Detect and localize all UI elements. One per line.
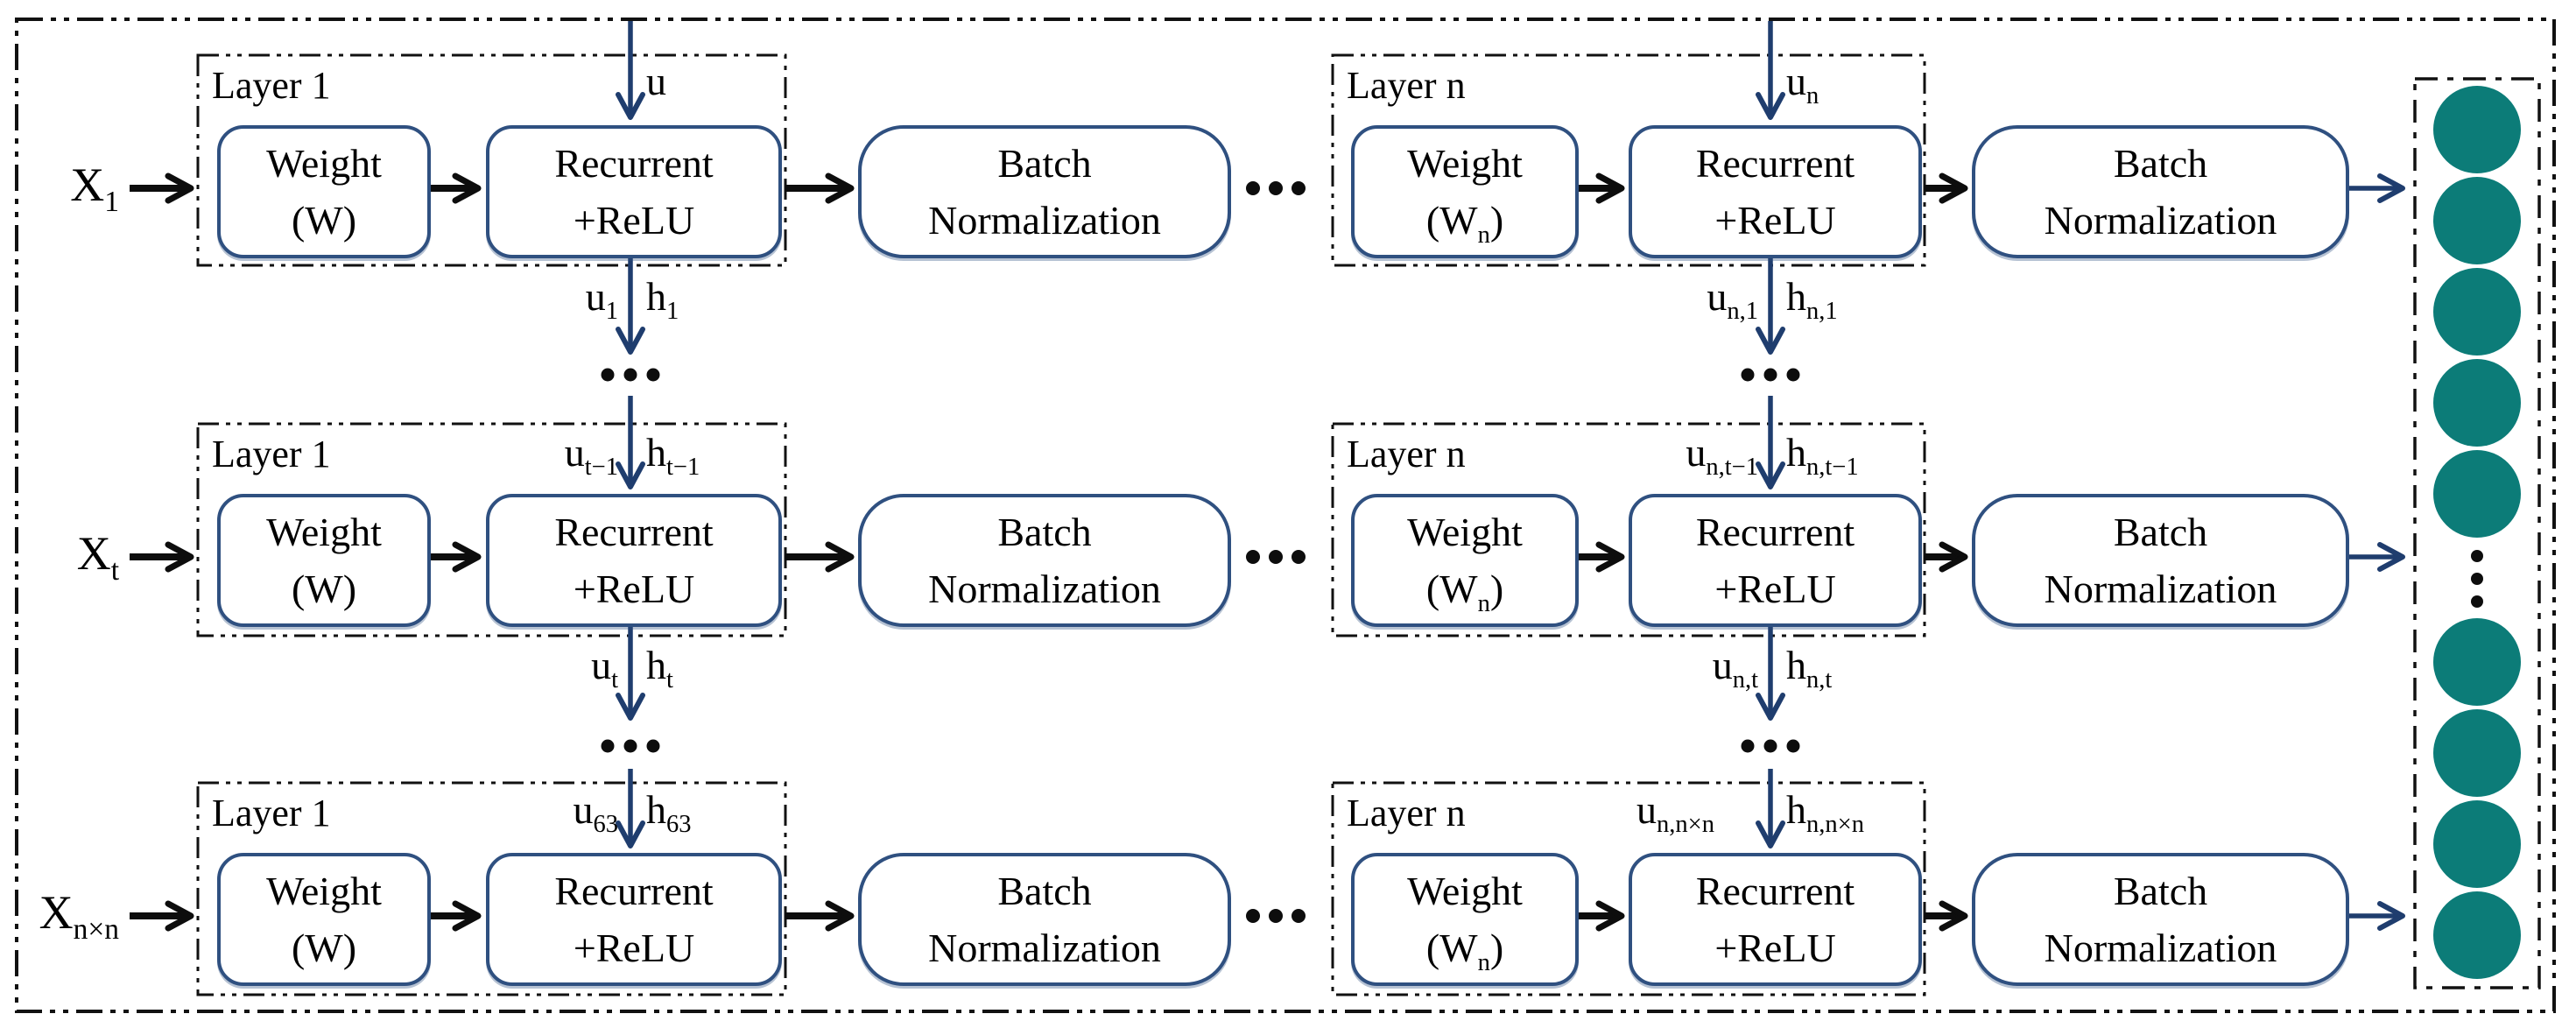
input-label: Xt [76, 527, 119, 587]
recurrent-relu-box: Recurrent +ReLU [486, 853, 782, 986]
output-node [2433, 618, 2521, 706]
u-in-label: un [1786, 59, 1819, 110]
output-node [2433, 359, 2521, 447]
layer-title: Layer n [1347, 792, 1466, 834]
layer-frame [196, 422, 787, 637]
batch-norm-box: Batch Normalization [1972, 853, 2349, 986]
output-node [2433, 891, 2521, 979]
weight-box: Weight (W) [217, 853, 431, 986]
ellipsis-dots [601, 739, 1800, 753]
recurrent-relu-box: Recurrent +ReLU [1629, 125, 1922, 258]
u-out-label: un,1 [1707, 274, 1758, 326]
ellipsis-dots [1246, 181, 1306, 923]
layer-title: Layer n [1347, 64, 1466, 107]
layer-frame [1331, 781, 1926, 996]
weight-box: Weight (Wn) [1351, 125, 1579, 258]
input-label: X1 [70, 158, 119, 218]
u-out-label: u1 [585, 274, 618, 326]
h-in-label: hn,n×n [1786, 787, 1864, 839]
layer-frame [196, 781, 787, 996]
h-in-label: ht−1 [646, 430, 700, 482]
h-out-label: h1 [646, 274, 679, 326]
batch-norm-box: Batch Normalization [858, 853, 1231, 986]
output-node [2433, 86, 2521, 173]
layer-frame [196, 53, 787, 267]
output-node [2433, 800, 2521, 888]
layer-title: Layer 1 [212, 792, 331, 834]
outer-frame [15, 18, 2556, 1013]
output-node [2433, 709, 2521, 797]
input-label: Xn×n [39, 886, 119, 946]
output-node [2433, 268, 2521, 356]
layer-frame [1331, 53, 1926, 267]
weight-box: Weight (Wn) [1351, 494, 1579, 627]
weight-box: Weight (W) [217, 494, 431, 627]
u-in-label: ut−1 [564, 430, 618, 482]
recurrent-relu-box: Recurrent +ReLU [486, 494, 782, 627]
batch-norm-box: Batch Normalization [858, 494, 1231, 627]
weight-box: Weight (W) [217, 125, 431, 258]
batch-norm-box: Batch Normalization [1972, 125, 2349, 258]
recurrent-relu-box: Recurrent +ReLU [1629, 853, 1922, 986]
weight-box: Weight (Wn) [1351, 853, 1579, 986]
h-in-label: hn,t−1 [1786, 430, 1859, 482]
layer-title: Layer n [1347, 433, 1466, 475]
h-out-label: hn,1 [1786, 274, 1838, 326]
u-in-label: u [646, 59, 666, 103]
h-out-label: hn,t [1786, 643, 1833, 694]
h-out-label: ht [646, 643, 673, 694]
u-in-label: u63 [573, 787, 618, 839]
recurrent-relu-box: Recurrent +ReLU [486, 125, 782, 258]
h-in-label: h63 [646, 787, 692, 839]
ellipsis-dots [601, 368, 1800, 382]
layer-title: Layer 1 [212, 433, 331, 475]
layer-title: Layer 1 [212, 64, 331, 107]
output-node [2433, 177, 2521, 264]
u-in-label: un,t−1 [1686, 430, 1758, 482]
u-out-label: un,t [1712, 643, 1758, 694]
output-column-frame [2413, 77, 2541, 989]
layer-frame [1331, 422, 1926, 637]
recurrent-relu-box: Recurrent +ReLU [1629, 494, 1922, 627]
output-node [2433, 450, 2521, 538]
u-out-label: ut [591, 643, 618, 694]
batch-norm-box: Batch Normalization [858, 125, 1231, 258]
batch-norm-box: Batch Normalization [1972, 494, 2349, 627]
u-in-label: un,n×n [1636, 787, 1714, 839]
vertical-ellipsis-dots [2471, 550, 2483, 608]
